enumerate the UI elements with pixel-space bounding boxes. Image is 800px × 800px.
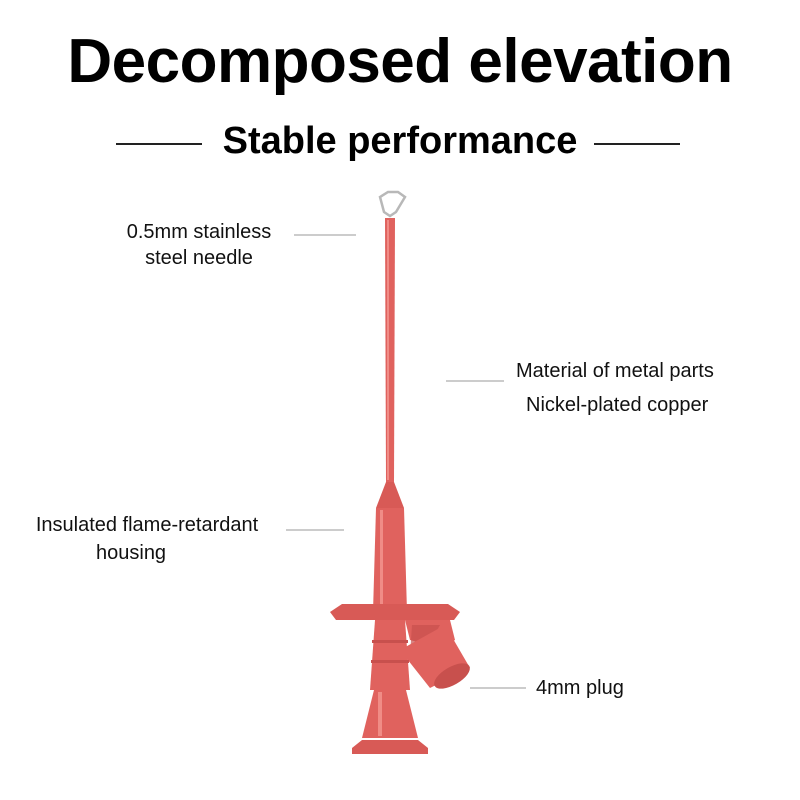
callout-plug: 4mm plug — [536, 675, 624, 701]
callout-metal-line2: Nickel-plated copper — [526, 394, 709, 416]
subtitle-row: Stable performance — [0, 118, 800, 168]
page-subtitle: Stable performance — [222, 120, 578, 162]
probe-hook-tip — [378, 190, 407, 218]
page-title: Decomposed elevation — [67, 27, 733, 96]
callout-needle-line2: steel needle — [145, 247, 253, 269]
probe-ring-2 — [371, 660, 409, 663]
probe-taper — [376, 482, 404, 508]
probe-housing-tube — [373, 508, 407, 612]
probe-housing-highlight — [380, 510, 383, 610]
callout-needle: 0.5mm stainless steel needle — [114, 219, 284, 271]
probe-lower-body — [370, 620, 410, 690]
probe-plug-end — [434, 663, 470, 689]
probe-cone-highlight — [378, 692, 382, 736]
callout-housing: Insulated flame-retardant housing — [20, 511, 274, 567]
callout-needle-line1: 0.5mm stainless — [126, 221, 272, 243]
probe-shaft-highlight — [387, 220, 389, 480]
probe-foot — [352, 740, 428, 754]
callout-plug-line1: 4mm plug — [536, 677, 624, 699]
callout-housing-line2: housing — [96, 542, 167, 564]
callout-metal-line1: Material of metal parts — [516, 360, 714, 382]
subtitle-rule-right — [594, 143, 680, 145]
subtitle-rule-left — [116, 143, 202, 145]
callout-metal: Material of metal parts Nickel-plated co… — [516, 354, 714, 422]
probe-needle-shaft — [385, 218, 395, 482]
callout-housing-line1: Insulated flame-retardant — [35, 514, 259, 536]
probe-ring-1 — [372, 640, 408, 643]
probe-cone-base — [362, 690, 418, 738]
probe-finger-guard — [330, 604, 460, 620]
